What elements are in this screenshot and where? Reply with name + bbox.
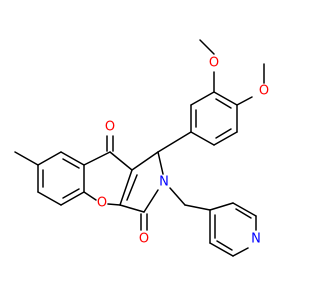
atom-methoxy-top-oxygen: O [209,56,219,71]
bond-c9a-c9 [109,151,133,171]
bond-benzo-5 [60,191,85,206]
bond-pyr-1 [209,202,234,211]
bond-aryl-1 [213,91,238,106]
atom-labels: O O O O O N N [97,56,269,247]
bond-c3-c3a [119,204,145,213]
bond-benzo-inner-1 [62,158,80,169]
bond-ome-top-2 [199,39,215,55]
bond-pyr-inner-1 [235,208,252,219]
bond-c4a-o [83,191,97,201]
atom-methoxy-right-oxygen: O [259,84,269,99]
bond-pyr-2 [232,202,257,217]
bond-pyr-4 [232,247,249,257]
bond-c3a-c9a [119,169,133,206]
bond-aryl-6 [190,91,215,106]
bond-aryl-3 [213,131,238,146]
bond-ch2-pyr [184,204,211,211]
bond-c9-c8a [83,151,111,166]
bond-c3a-c9a-inner [126,174,138,201]
atom-ketone-oxygen: O [105,120,115,135]
bond-pyr-inner-2 [216,240,233,251]
bond-n-c3 [143,189,159,213]
bond-c1-c9a [131,151,159,171]
bond-benzo-4 [37,191,62,206]
bond-aryl-inner-1 [215,98,232,109]
bond-benzo-inner-3 [62,188,80,199]
atom-lactam-oxygen: O [139,232,149,247]
atom-pyran-oxygen: O [97,196,107,211]
bond-c1-n [157,151,164,175]
bond-aryl-4 [190,131,215,146]
bond-pyr-5 [209,242,234,257]
molecule-structure: O O O O O N N [14,39,269,257]
atom-pyridine-nitrogen: N [251,232,261,247]
bond-ome-right-1 [236,96,253,106]
atom-lactam-nitrogen: N [159,175,169,190]
bond-aryl-c1 [157,131,192,153]
bond-benzo-1 [60,151,85,166]
bond-benzo-2 [37,151,62,166]
bond-aryl-inner-2 [215,128,232,139]
bond-o-c3a [107,203,121,206]
bond-methyl [14,151,39,166]
bonds [14,39,265,257]
bond-n-ch2 [169,187,186,206]
